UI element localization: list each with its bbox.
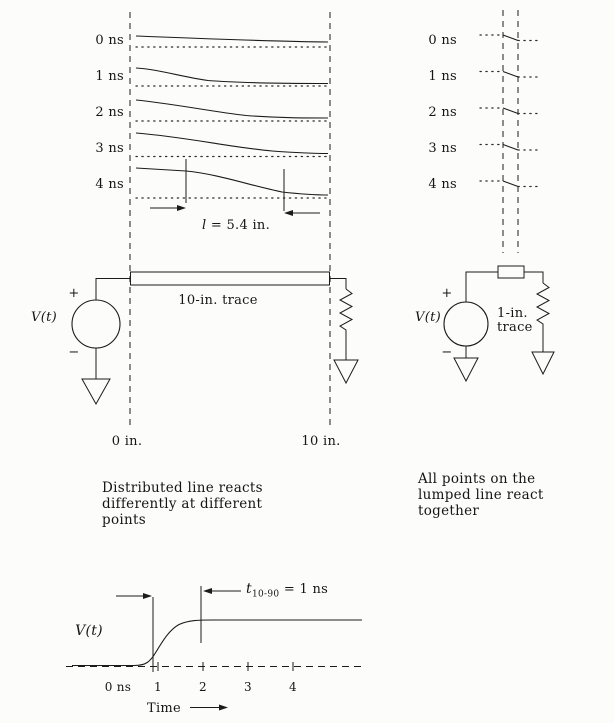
waveform-curve-0ns — [135, 35, 329, 43]
lumped-segment-2ns — [502, 107, 519, 115]
arrowhead-right-icon — [177, 205, 186, 211]
load-ground-symbol-icon — [333, 359, 359, 385]
time-label-0ns: 0 ns — [95, 33, 124, 48]
lumped-load-resistor-icon — [535, 282, 551, 352]
lumped-caption: All points on the lumped line react toge… — [417, 471, 544, 519]
time-label-3ns: 3 ns — [95, 141, 124, 156]
risetime-value: = 1 ns — [279, 582, 328, 597]
plot-source-label: V(t) — [75, 623, 103, 639]
lumped-source-plus-sign: + — [441, 286, 452, 301]
caption-line-1: Distributed line reacts — [102, 480, 263, 496]
plot-x-axis: 0 ns 1 2 3 4 Time — [105, 662, 297, 716]
distributed-panel: 0 ns 1 ns 2 ns 3 ns 4 ns l = 5.4 in — [31, 12, 359, 528]
ground-symbol-icon — [81, 378, 111, 406]
caption-line-2: differently at different — [102, 496, 262, 512]
load-resistor-icon — [338, 288, 354, 360]
lumped-segment-3ns — [502, 143, 519, 151]
caption-line-3: points — [102, 512, 146, 528]
lumped-time-label-1ns: 1 ns — [428, 69, 457, 84]
source-label: V(t) — [31, 310, 57, 325]
lumped-caption-line-3: together — [418, 503, 479, 519]
arrowhead-left-icon — [203, 588, 212, 594]
step-edge-curve — [72, 619, 362, 667]
arrowhead-right-icon — [219, 704, 228, 711]
lumped-source-label: V(t) — [415, 310, 441, 325]
lumped-caption-line-1: All points on the — [417, 471, 535, 487]
x-label-4: 4 — [289, 680, 297, 694]
lumped-trace-component — [497, 265, 525, 279]
distributed-caption: Distributed line reacts differently at d… — [102, 480, 263, 528]
lumped-segment-4ns — [502, 180, 519, 188]
lumped-segment-1ns — [502, 70, 519, 78]
x-label-2: 2 — [199, 680, 207, 694]
arrowhead-right-icon — [143, 593, 152, 599]
lumped-circuit: V(t) + − 1-in. trace — [415, 265, 555, 383]
arrowhead-left-icon — [284, 210, 293, 216]
trace-rectangle — [130, 271, 330, 286]
source-minus-sign: − — [68, 345, 79, 360]
lumped-waveform-segments — [479, 34, 542, 188]
lumped-time-label-0ns: 0 ns — [428, 33, 457, 48]
time-axis-label: Time — [147, 701, 181, 716]
position-start-label: 0 in. — [112, 434, 143, 449]
waveform-curve-4ns — [135, 167, 329, 196]
lumped-trace-label-line2: trace — [497, 320, 533, 335]
time-label-4ns: 4 ns — [95, 177, 124, 192]
lumped-load-ground-icon — [531, 351, 555, 376]
trace-length-label: 10-in. trace — [178, 293, 258, 308]
lumped-component-to-load-wire — [524, 271, 544, 283]
x-label-0ns: 0 ns — [105, 680, 132, 694]
waveform-curve-3ns — [135, 132, 329, 155]
lumped-voltage-source-icon — [443, 301, 489, 347]
risetime-symbol: t — [246, 581, 252, 597]
lumped-segment-0ns — [502, 34, 519, 42]
time-label-1ns: 1 ns — [95, 69, 124, 84]
edge-length-annotation: l = 5.4 in. — [150, 159, 320, 233]
lumped-source-minus-sign: − — [441, 345, 452, 360]
lumped-source-ground-icon — [453, 357, 479, 383]
length-value: = 5.4 in. — [206, 218, 270, 233]
lumped-trace-label-line1: 1-in. — [497, 306, 528, 321]
time-label-2ns: 2 ns — [95, 105, 124, 120]
length-symbol: l — [202, 218, 206, 233]
position-end-label: 10 in. — [301, 434, 340, 449]
edge-length-label: l = 5.4 in. — [202, 218, 270, 233]
lumped-time-label-2ns: 2 ns — [428, 105, 457, 120]
source-to-trace-wire — [95, 278, 131, 300]
waveform-snapshots — [135, 35, 329, 199]
source-plus-sign: + — [68, 286, 79, 301]
x-label-1: 1 — [154, 680, 162, 694]
lumped-source-wire — [465, 271, 498, 302]
lumped-time-label-4ns: 4 ns — [428, 177, 457, 192]
risetime-subscript: 10-90 — [252, 590, 279, 600]
trace-to-load-wire — [329, 278, 347, 289]
waveform-curve-2ns — [135, 99, 329, 119]
risetime-annotation: t10-90 = 1 ns — [246, 581, 328, 600]
risetime-plot: t10-90 = 1 ns V(t) 0 ns 1 2 3 4 Time — [66, 581, 362, 716]
waveform-curve-1ns — [135, 67, 329, 85]
x-label-3: 3 — [244, 680, 252, 694]
lumped-panel: 0 ns 1 ns 2 ns 3 ns 4 ns V(t) + − — [415, 10, 555, 519]
lumped-time-label-3ns: 3 ns — [428, 141, 457, 156]
lumped-caption-line-2: lumped line react — [418, 487, 544, 503]
voltage-source-icon — [71, 299, 121, 349]
distributed-circuit: V(t) + − 10-in. trace — [31, 271, 359, 406]
